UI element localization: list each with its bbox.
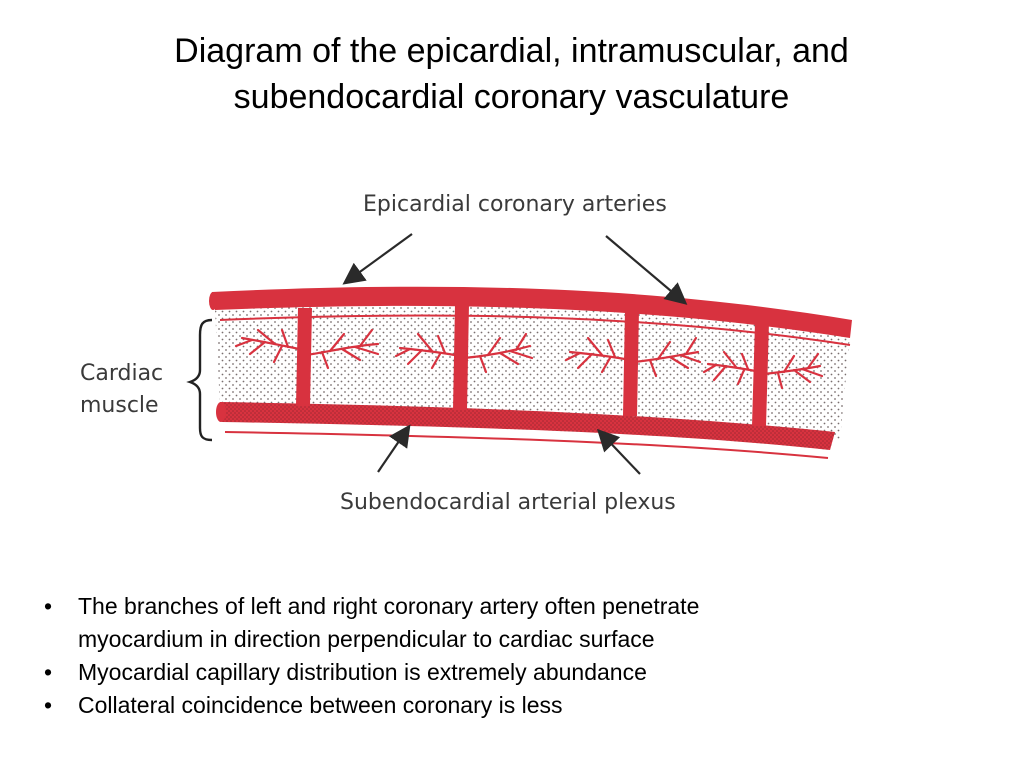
bullet-item: The branches of left and right coronary … xyxy=(44,590,994,656)
label-subendocardial-plexus: Subendocardial arterial plexus xyxy=(340,490,676,515)
bullet-1-line-1: The branches of left and right coronary … xyxy=(78,593,700,619)
penetrating-artery-3 xyxy=(623,310,639,416)
muscle-bracket xyxy=(186,318,213,442)
bullet-item: Myocardial capillary distribution is ext… xyxy=(44,656,994,689)
subendocardial-arrow-right xyxy=(596,428,641,475)
epicardial-arrow-left xyxy=(342,233,413,285)
penetrating-artery-4 xyxy=(752,322,769,426)
slide-title-line-2: subendocardial coronary vasculature xyxy=(233,78,790,116)
bullet-1-line-2: myocardium in direction perpendicular to… xyxy=(78,626,655,652)
label-cardiac-muscle: Cardiac muscle xyxy=(80,358,163,422)
capillary-branches xyxy=(234,328,824,390)
coronary-vasculature-diagram: Epicardial coronary arteries Subendocard… xyxy=(60,170,900,530)
subendocardial-arrow-left xyxy=(377,424,411,473)
penetrating-arteries xyxy=(296,304,769,426)
label-epicardial-arteries: Epicardial coronary arteries xyxy=(363,192,667,217)
slide-title: Diagram of the epicardial, intramuscular… xyxy=(0,28,1023,120)
label-cardiac-muscle-line-1: Cardiac xyxy=(80,361,164,386)
epicardial-artery-end xyxy=(209,292,217,310)
bullet-3-text: Collateral coincidence between coronary … xyxy=(78,692,563,718)
epicardial-inner-line xyxy=(219,314,851,346)
slide-title-line-1: Diagram of the epicardial, intramuscular… xyxy=(174,32,849,70)
label-cardiac-muscle-line-2: muscle xyxy=(80,393,159,418)
penetrating-artery-2 xyxy=(453,304,469,410)
bullet-2-text: Myocardial capillary distribution is ext… xyxy=(78,659,647,685)
subendocardial-plexus-end xyxy=(216,402,226,422)
epicardial-arrow-right xyxy=(605,235,688,305)
penetrating-artery-1 xyxy=(296,308,312,406)
bullet-list: The branches of left and right coronary … xyxy=(44,590,994,722)
subendocardial-inner-line xyxy=(224,431,829,459)
bullet-item: Collateral coincidence between coronary … xyxy=(44,689,994,722)
epicardial-artery xyxy=(212,286,852,338)
vasculature-illustration xyxy=(186,233,852,475)
